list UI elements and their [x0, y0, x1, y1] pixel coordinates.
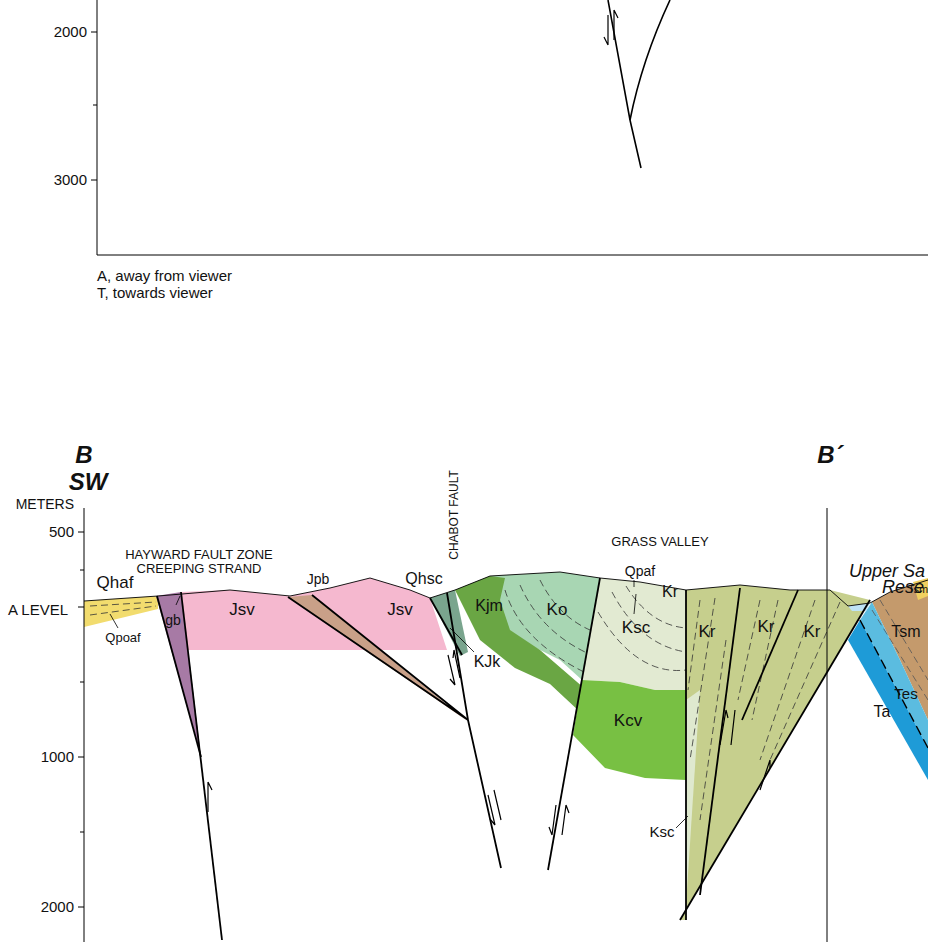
section-end: B: [75, 442, 92, 468]
unit-label: Kr: [662, 583, 678, 601]
axis: [78, 508, 827, 942]
axis-title: METERS: [16, 497, 74, 512]
bedding-line: [90, 580, 928, 820]
unit-label: Jsv: [229, 601, 255, 620]
axis-value: A LEVEL: [8, 602, 68, 619]
axis-value: 1000: [41, 749, 74, 766]
unit-label: Jsv: [387, 601, 413, 620]
unit-label: Ta: [874, 703, 891, 721]
fault-line: [604, 0, 670, 168]
section-end: B´: [817, 442, 842, 468]
unit-label: Tes: [894, 686, 917, 703]
axis-value: 500: [49, 524, 74, 541]
axis-value: 3000: [54, 172, 87, 189]
unit-label: KJk: [474, 653, 501, 671]
place-name: GRASS VALLEY: [611, 535, 708, 549]
geologic-unit: [84, 572, 928, 920]
section-end: SW: [69, 469, 108, 495]
axis: [91, 0, 928, 255]
unit-label: Qpoaf: [105, 631, 140, 645]
unit-label: Ko: [547, 601, 568, 620]
unit-label: Ksc: [649, 824, 674, 841]
unit-label: Qpaf: [625, 564, 655, 579]
unit-label: gb: [165, 613, 181, 628]
unit-label: Ksc: [622, 619, 650, 638]
axis-value: 2000: [54, 24, 87, 41]
unit-label: Kjm: [475, 597, 503, 615]
ground-surface: [84, 572, 928, 606]
unit-label: Kcv: [614, 712, 642, 731]
fault-line: [157, 578, 870, 940]
note: A, away from viewer: [97, 268, 232, 285]
fault-name: CHABOT FAULT: [448, 470, 461, 560]
unit-label: Jpb: [307, 572, 330, 587]
leader-line: [110, 580, 688, 828]
fault-name: HAYWARD FAULT ZONE CREEPING STRAND: [117, 548, 282, 577]
unit-label: Qhaf: [97, 574, 134, 593]
note: T, towards viewer: [97, 285, 213, 302]
fault-arrow: [208, 650, 770, 835]
unit-label: Qhsc: [405, 570, 442, 588]
axis-value: 2000: [41, 899, 74, 916]
unit-label: Tsm: [891, 623, 920, 641]
contact-line: [860, 620, 928, 748]
unit-label: Tsm: [908, 583, 928, 595]
unit-label: Kr: [758, 618, 775, 637]
unit-label: Kr: [804, 623, 821, 642]
unit-label: Kr: [699, 623, 716, 642]
